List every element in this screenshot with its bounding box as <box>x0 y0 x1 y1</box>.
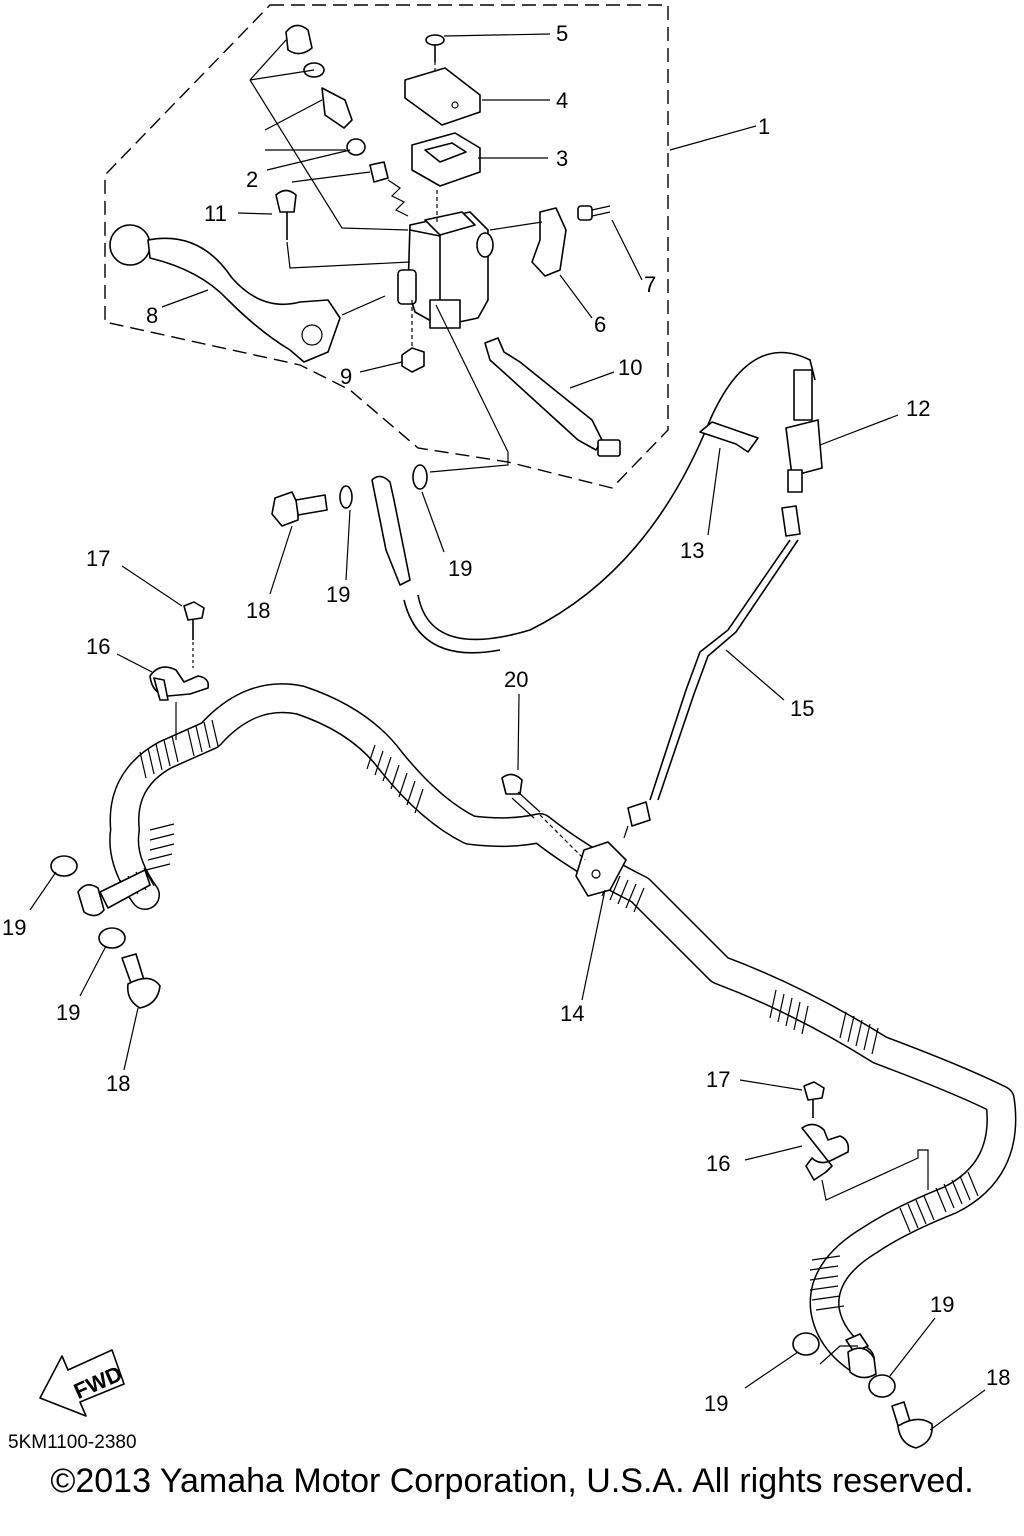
master-cylinder-body <box>397 211 494 329</box>
callout-19-left-lower: 19 <box>56 1000 80 1025</box>
forward-direction-icon: FWD <box>39 1349 126 1417</box>
hose-junction-block <box>575 841 627 897</box>
lever-nut <box>401 300 425 373</box>
callout-14: 14 <box>560 1001 584 1026</box>
callout-1: 1 <box>758 114 770 139</box>
clamp-bolt <box>577 205 611 221</box>
piston-kit <box>249 24 409 231</box>
hose-joint <box>785 369 823 493</box>
right-clamp-bolt <box>803 1081 825 1118</box>
callout-9: 9 <box>340 364 352 389</box>
callout-10: 10 <box>618 355 642 380</box>
upper-banjo-bolt <box>271 491 328 527</box>
left-clamp-bolt <box>183 601 205 668</box>
left-hose-clamp <box>149 666 210 740</box>
brake-switch <box>484 337 621 457</box>
callout-3: 3 <box>556 146 568 171</box>
cap-screw <box>425 34 445 72</box>
drawing-code: 5KM1100-2380 <box>8 1432 137 1453</box>
left-washer-upper <box>50 855 78 877</box>
callout-20: 20 <box>504 667 528 692</box>
diaphragm <box>411 132 481 187</box>
callout-19-right-top: 19 <box>930 1292 954 1317</box>
callout-13: 13 <box>680 538 704 563</box>
copyright-notice: ©2013 Yamaha Motor Corporation, U.S.A. A… <box>50 1462 974 1500</box>
callout-19-right-bottom: 19 <box>704 1391 728 1416</box>
callout-18-left: 18 <box>106 1071 130 1096</box>
upper-washer-left <box>339 485 353 509</box>
callout-17-left: 17 <box>86 546 110 571</box>
callout-2: 2 <box>246 167 258 192</box>
callout-labels: 1 2 3 4 5 6 7 8 9 10 11 12 13 14 15 16 1… <box>2 21 1010 1416</box>
right-hose-clamp <box>801 1123 929 1201</box>
callout-16-right: 16 <box>706 1151 730 1176</box>
reservoir-cap <box>404 67 481 126</box>
brake-lever <box>109 224 386 363</box>
callout-6: 6 <box>594 312 606 337</box>
pivot-bolt <box>275 189 411 269</box>
callout-8: 8 <box>146 303 158 328</box>
callout-4: 4 <box>556 88 568 113</box>
hose-bracket <box>699 421 759 453</box>
callout-19-upper-left: 19 <box>326 582 350 607</box>
callout-12: 12 <box>906 396 930 421</box>
callout-16-left: 16 <box>86 634 110 659</box>
right-washer-left <box>792 1332 820 1356</box>
brake-pipe <box>623 505 801 839</box>
callout-15: 15 <box>790 696 814 721</box>
callout-11: 11 <box>204 201 227 226</box>
hose-ribs <box>119 719 979 1311</box>
callout-18-upper: 18 <box>246 598 270 623</box>
callout-19-upper-right: 19 <box>448 556 472 581</box>
junction-bolt <box>501 773 586 861</box>
callout-5: 5 <box>556 21 568 46</box>
brake-hose <box>109 683 1017 1375</box>
left-banjo-bolt <box>121 953 161 1009</box>
left-hose-end <box>77 869 151 917</box>
callout-17-right: 17 <box>706 1067 730 1092</box>
left-washer-lower <box>98 927 126 949</box>
handlebar-clamp <box>489 207 567 277</box>
assembly-boundary <box>104 4 669 489</box>
callout-18-right: 18 <box>986 1365 1010 1390</box>
right-banjo-bolt <box>891 1401 933 1449</box>
upper-washer-right <box>412 464 428 490</box>
right-washer-right <box>868 1374 896 1398</box>
upper-hose-end <box>371 351 816 654</box>
leader-lines <box>29 33 986 1431</box>
callout-7: 7 <box>644 272 656 297</box>
callout-19-left-upper: 19 <box>2 915 26 940</box>
right-hose-end <box>819 1333 877 1379</box>
